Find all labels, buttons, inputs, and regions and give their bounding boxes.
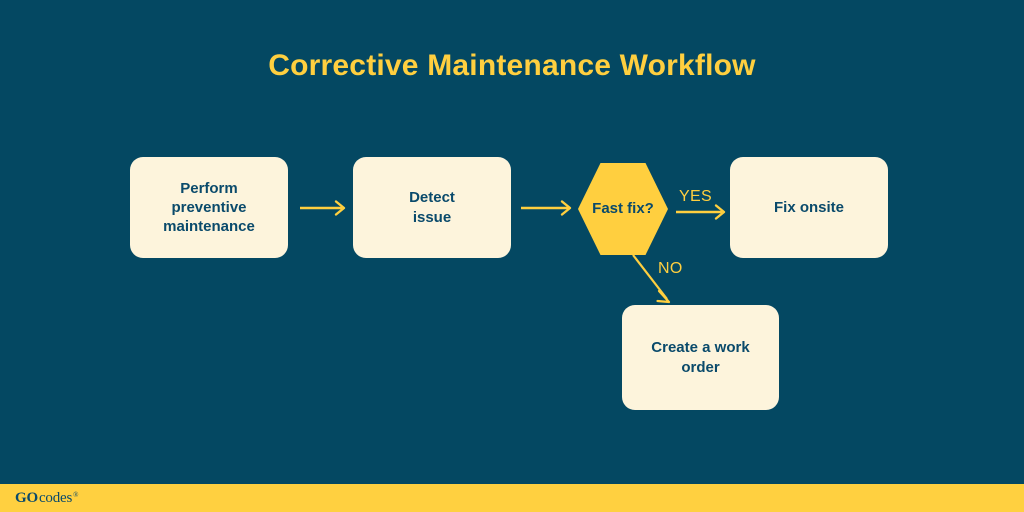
node-label-line: preventive — [171, 198, 247, 216]
node-label-line: order — [681, 358, 720, 376]
node-label-line: Fix onsite — [773, 198, 844, 216]
node-fix-onsite[interactable]: Fix onsite — [730, 157, 888, 258]
edge-label-yes: YES — [679, 188, 712, 205]
edge-label-no: NO — [658, 260, 683, 277]
arrow-detect-to-fastfix — [521, 200, 572, 216]
node-label-line: Create a work — [651, 339, 750, 357]
node-label-line: Fast — [592, 200, 623, 217]
registered-trademark-icon: ® — [73, 491, 79, 499]
gocodes-logo: GO codes ® — [15, 490, 78, 507]
logo-text-go: GO — [15, 490, 38, 506]
node-perform-preventive-maintenance[interactable]: Perform preventive maintenance — [130, 157, 288, 258]
page-title: Corrective Maintenance Workflow — [268, 49, 756, 82]
node-detect-issue[interactable]: Detect issue — [353, 157, 511, 258]
node-decision-fast-fix[interactable]: Fast fix? — [578, 163, 668, 255]
node-create-a-work-order[interactable]: Create a work order — [622, 305, 779, 410]
node-label-line: Detect — [409, 189, 455, 207]
node-label-line: Perform — [180, 179, 238, 197]
node-label-line: fix? — [627, 200, 654, 217]
arrow-preventive-to-detect — [300, 200, 346, 216]
node-label-line: issue — [412, 208, 452, 226]
footer-band: GO codes ® — [0, 484, 1024, 512]
node-label-line: maintenance — [163, 218, 255, 236]
arrow-fastfix-to-fixonsite-yes — [676, 204, 726, 220]
logo-text-codes: codes — [38, 490, 73, 506]
